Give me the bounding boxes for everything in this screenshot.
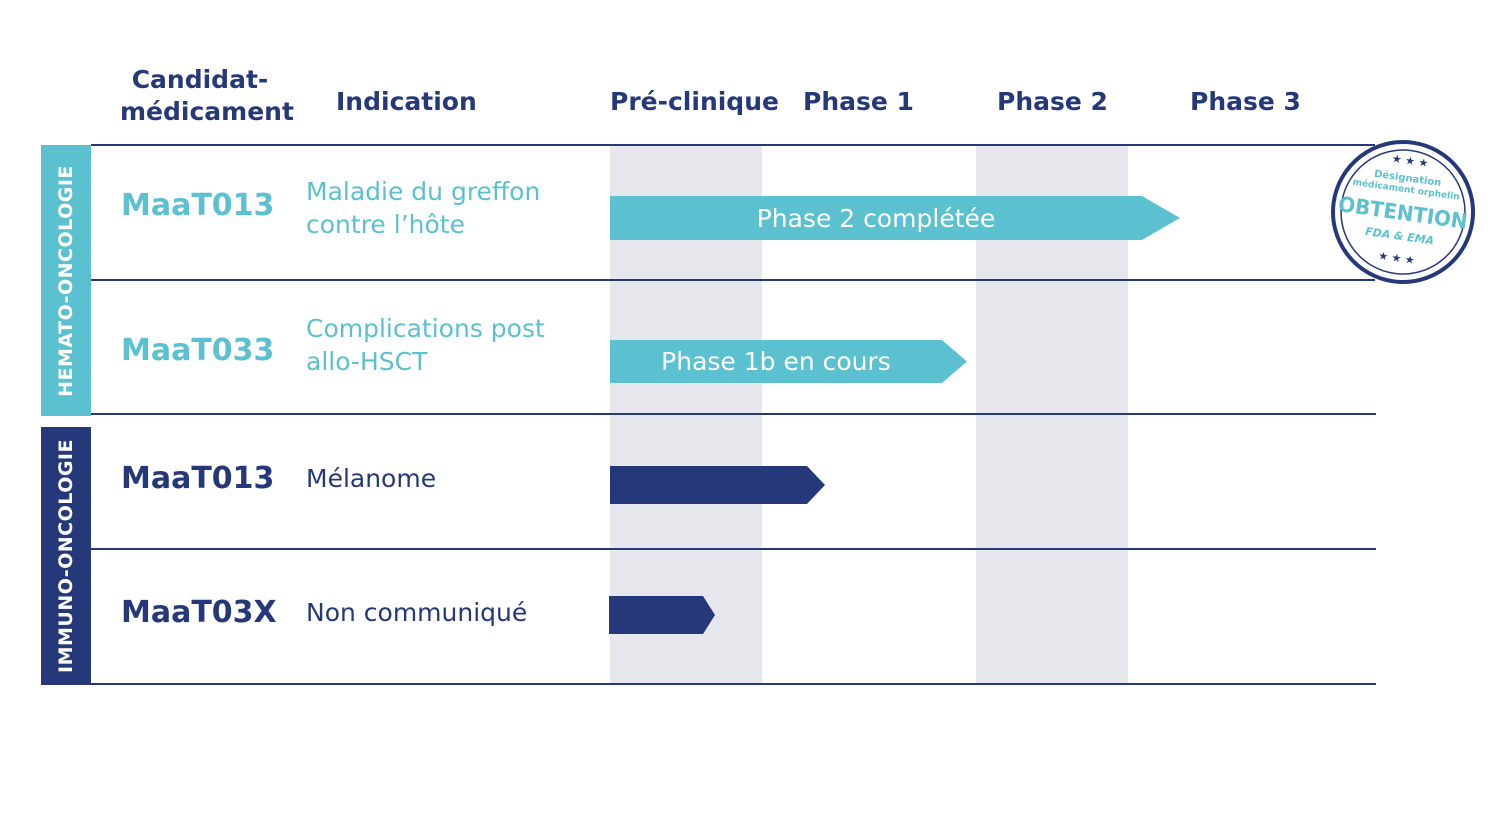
progress-arrow <box>609 596 715 634</box>
progress-arrow: Phase 2 complétée <box>610 196 1180 240</box>
header-phase-2: Phase 2 <box>997 87 1108 116</box>
progress-arrow: Phase 1b en cours <box>610 340 967 383</box>
row-divider <box>91 144 1375 146</box>
orphan-designation-stamp: ★ ★ ★ Désignation médicament orphelin OB… <box>1331 140 1475 284</box>
progress-arrow <box>610 466 825 504</box>
stamp-stars-top: ★ ★ ★ <box>1391 152 1429 170</box>
group-hemato-label: HEMATO-ONCOLOGIE <box>55 164 77 397</box>
group-immuno-oncology: IMMUNO-ONCOLOGIE <box>41 427 91 685</box>
header-phase-1: Phase 1 <box>803 87 914 116</box>
header-candidate: Candidat-médicament <box>120 65 294 126</box>
progress-label: Phase 2 complétée <box>756 203 996 233</box>
indication-text: Mélanome <box>306 464 437 493</box>
header-indication: Indication <box>336 87 477 116</box>
row-divider <box>91 683 1376 685</box>
indication-text: Complications post allo-HSCT <box>306 314 545 376</box>
indication-text: Maladie du greffon contre l’hôte <box>306 177 541 239</box>
row-divider <box>91 279 1375 281</box>
candidate-name: MaaT013 <box>121 461 275 496</box>
candidate-name: MaaT013 <box>121 188 275 223</box>
row-divider <box>91 413 1376 415</box>
group-hemato-oncology: HEMATO-ONCOLOGIE <box>41 145 91 416</box>
header-phase-3: Phase 3 <box>1190 87 1301 116</box>
indication-text: Non communiqué <box>306 598 528 627</box>
row-divider <box>91 548 1376 550</box>
progress-label: Phase 1b en cours <box>661 347 891 376</box>
candidate-name: MaaT03X <box>121 595 277 630</box>
stamp-stars-bottom: ★ ★ ★ <box>1378 249 1416 267</box>
candidate-name: MaaT033 <box>121 333 275 368</box>
group-immuno-label: IMMUNO-ONCOLOGIE <box>55 439 78 673</box>
header-preclinical: Pré-clinique <box>610 87 779 116</box>
